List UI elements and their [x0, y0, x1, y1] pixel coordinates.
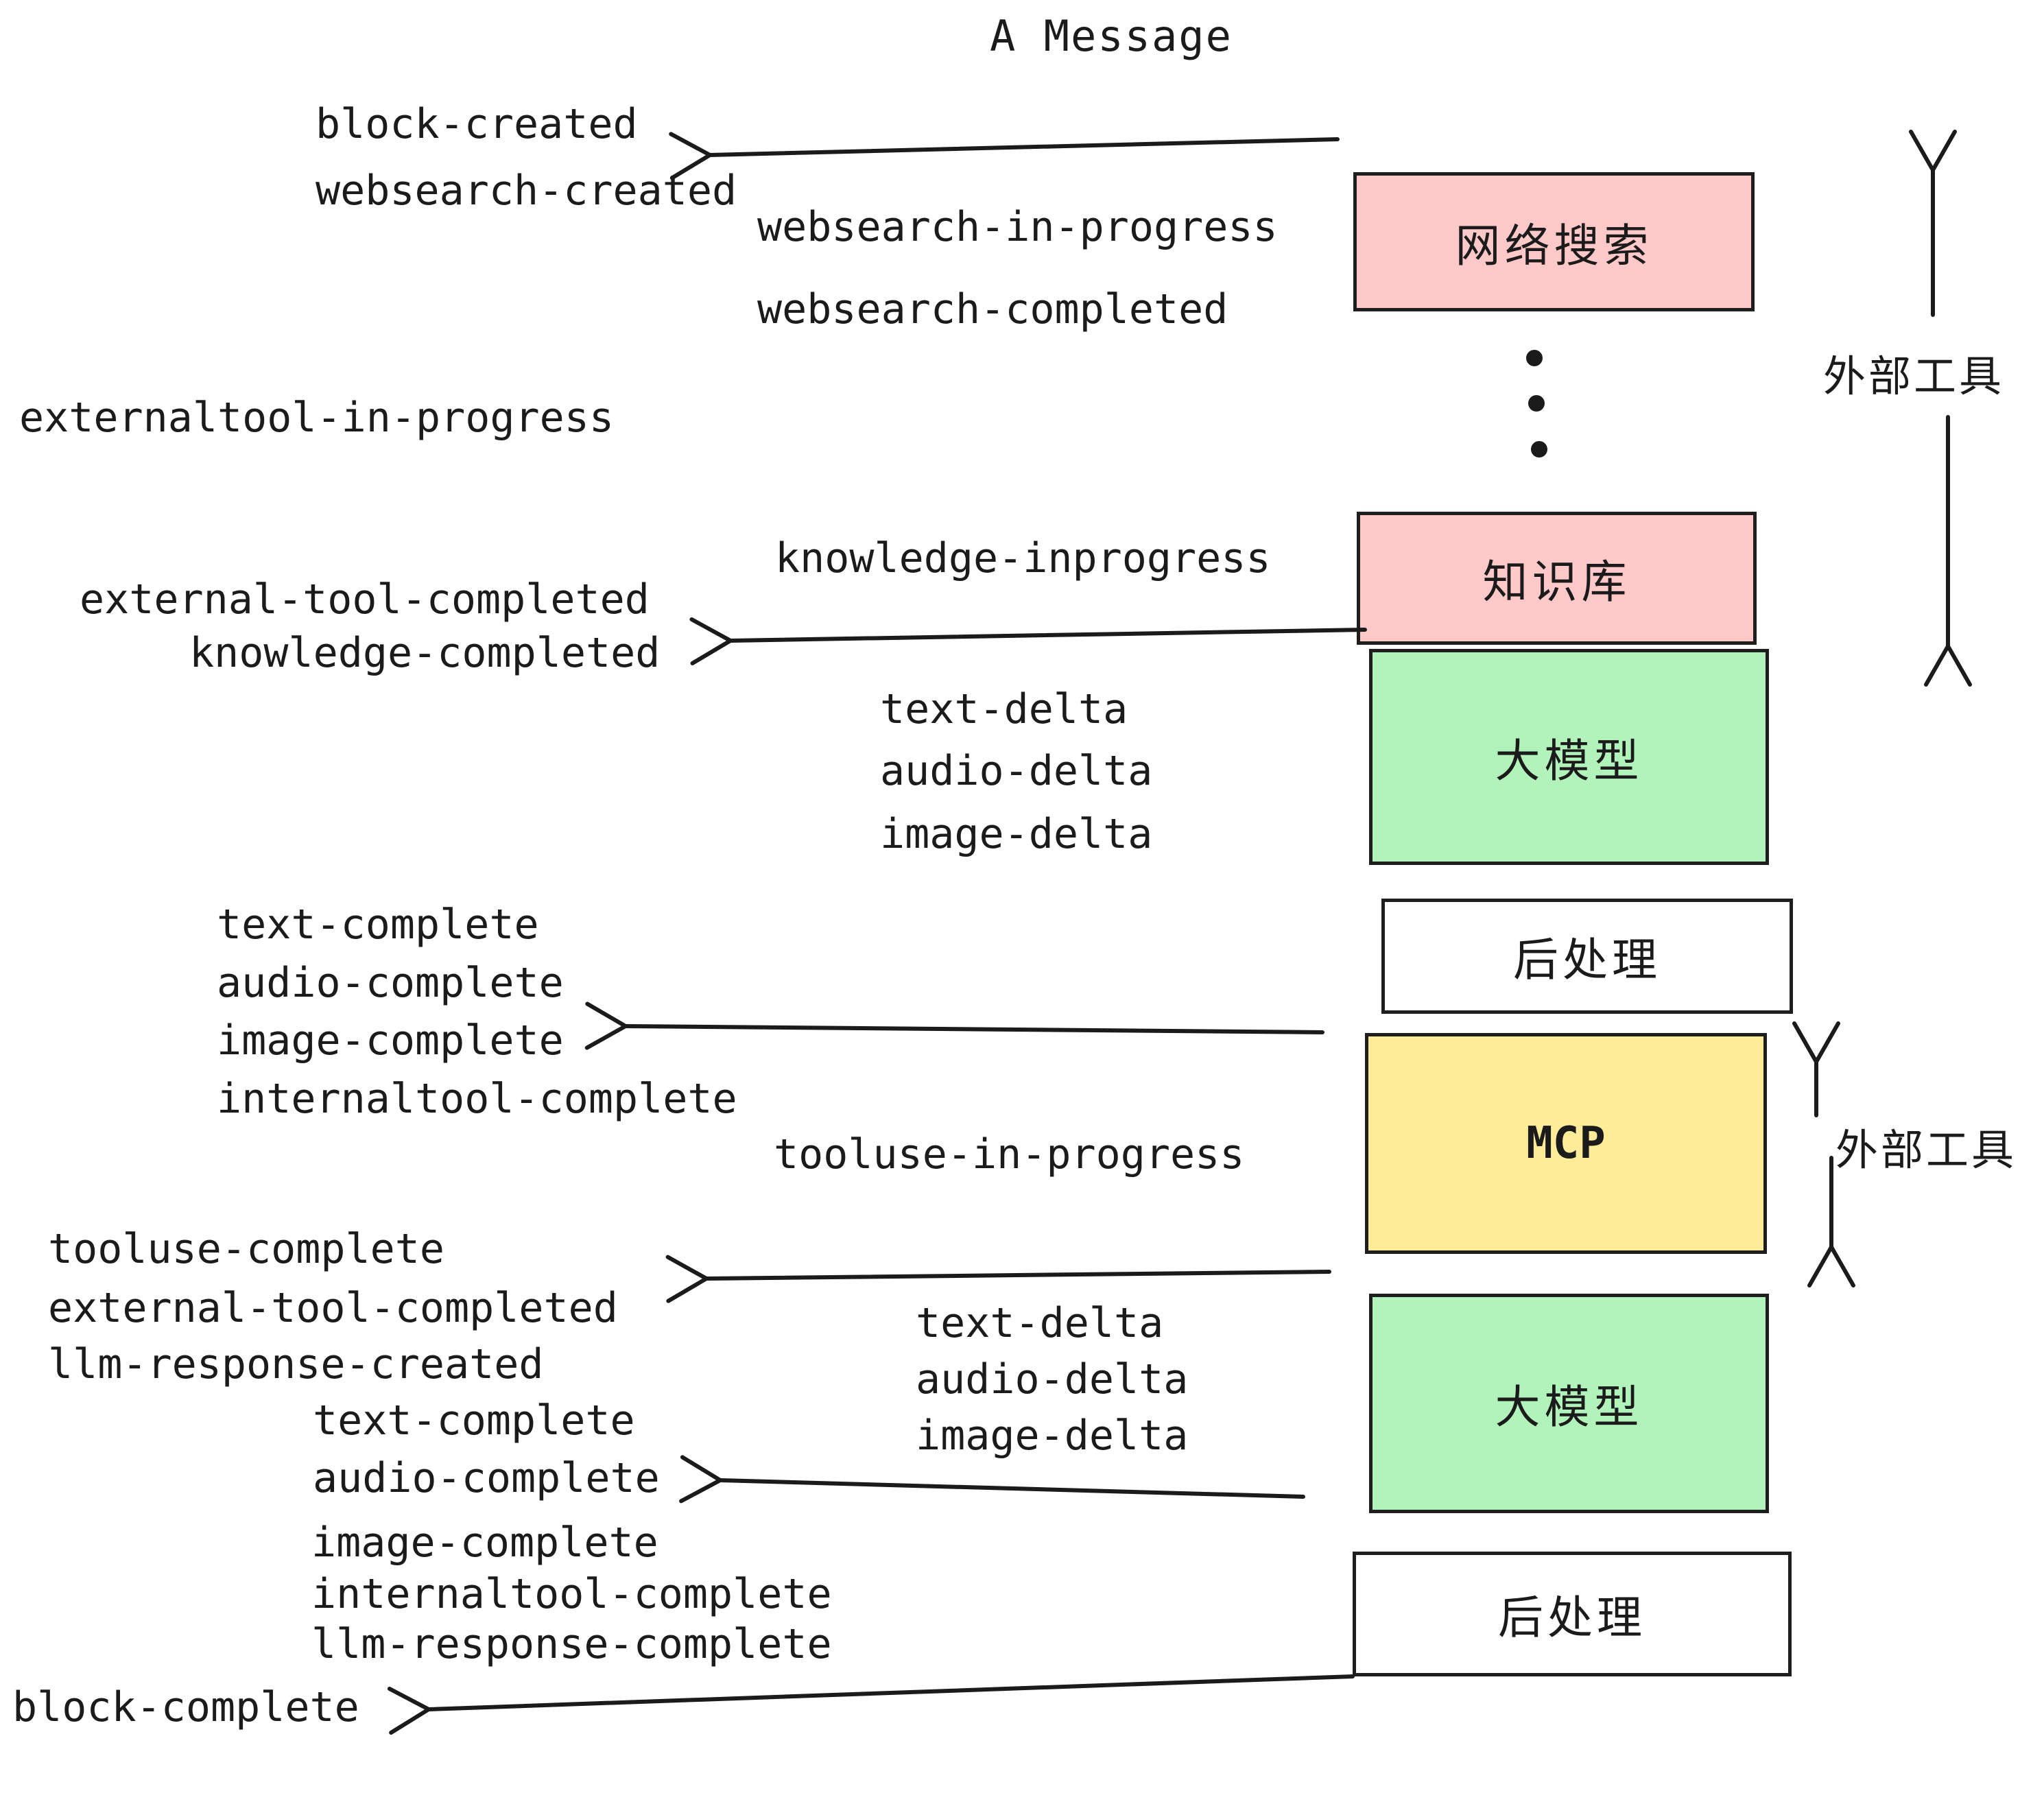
event-label-external-tool-completed: external-tool-completed: [80, 575, 650, 624]
box-mcp-label: MCP: [1526, 1118, 1606, 1169]
event-label-websearch-completed: websearch-completed: [757, 285, 1228, 333]
box-knowledge: 知识库: [1357, 512, 1757, 645]
box-mcp: MCP: [1365, 1033, 1767, 1254]
event-label-block-created: block-created: [316, 100, 638, 148]
event-label-text-delta: text-delta: [880, 685, 1128, 733]
left-arrow-to-block-complete-icon: [387, 1674, 1355, 1735]
event-label-block-complete: block-complete: [12, 1683, 359, 1731]
event-label-audio-complete: audio-complete: [217, 959, 564, 1007]
event-label-internaltool-complete-2: internaltool-complete: [311, 1570, 832, 1618]
event-label-knowledge-inprogress: knowledge-inprogress: [775, 534, 1271, 582]
box-postprocess-1-label: 后处理: [1513, 934, 1661, 985]
left-arrow-to-audio-complete-icon: [679, 1455, 1305, 1504]
vertical-ellipsis-icon: [1526, 350, 1547, 458]
box-llm-1-label: 大模型: [1495, 735, 1643, 786]
event-label-tooluse-in-progress: tooluse-in-progress: [774, 1130, 1245, 1178]
event-label-image-delta-2: image-delta: [916, 1412, 1189, 1460]
side-label-external-tools-2: 外部工具: [1835, 1127, 2017, 1174]
box-postprocess-1: 后处理: [1381, 899, 1793, 1014]
event-label-text-complete: text-complete: [217, 901, 539, 949]
left-arrow-to-image-complete-icon: [584, 1001, 1324, 1050]
event-label-audio-delta: audio-delta: [880, 747, 1153, 795]
event-label-knowledge-completed: knowledge-completed: [189, 629, 661, 677]
event-label-image-complete: image-complete: [217, 1017, 564, 1065]
event-label-text-delta-2: text-delta: [916, 1299, 1164, 1347]
event-label-tooluse-complete: tooluse-complete: [48, 1225, 444, 1273]
box-llm-2-label: 大模型: [1495, 1381, 1643, 1432]
event-label-websearch-in-progress: websearch-in-progress: [757, 203, 1278, 251]
left-arrow-to-tooluse-complete-icon: [665, 1255, 1331, 1303]
event-label-websearch-created: websearch-created: [316, 167, 737, 215]
box-postprocess-2: 后处理: [1353, 1552, 1792, 1676]
event-label-llm-response-complete: llm-response-complete: [311, 1620, 832, 1668]
event-label-audio-delta-2: audio-delta: [916, 1355, 1189, 1403]
box-postprocess-2-label: 后处理: [1498, 1592, 1646, 1643]
box-websearch: 网络搜索: [1353, 172, 1755, 311]
event-label-llm-response-created: llm-response-created: [48, 1340, 544, 1388]
event-label-audio-complete-2: audio-complete: [313, 1454, 660, 1502]
side-label-external-tools-1: 外部工具: [1823, 353, 2005, 401]
left-arrow-to-block-created-icon: [669, 132, 1340, 180]
box-knowledge-label: 知识库: [1482, 556, 1631, 607]
event-label-text-complete-2: text-complete: [313, 1397, 635, 1445]
event-label-image-delta: image-delta: [880, 810, 1153, 858]
event-label-external-tool-completed-2: external-tool-completed: [48, 1284, 618, 1332]
box-llm-2: 大模型: [1369, 1294, 1769, 1513]
event-label-image-complete-2: image-complete: [311, 1519, 658, 1567]
box-websearch-label: 网络搜索: [1455, 219, 1653, 271]
box-llm-1: 大模型: [1369, 649, 1769, 865]
event-label-internaltool-complete: internaltool-complete: [217, 1075, 737, 1123]
page-title: A Message: [990, 11, 1233, 61]
left-arrow-to-knowledge-completed-icon: [689, 617, 1367, 665]
event-label-externaltool-in-progress: externaltool-in-progress: [19, 394, 614, 442]
